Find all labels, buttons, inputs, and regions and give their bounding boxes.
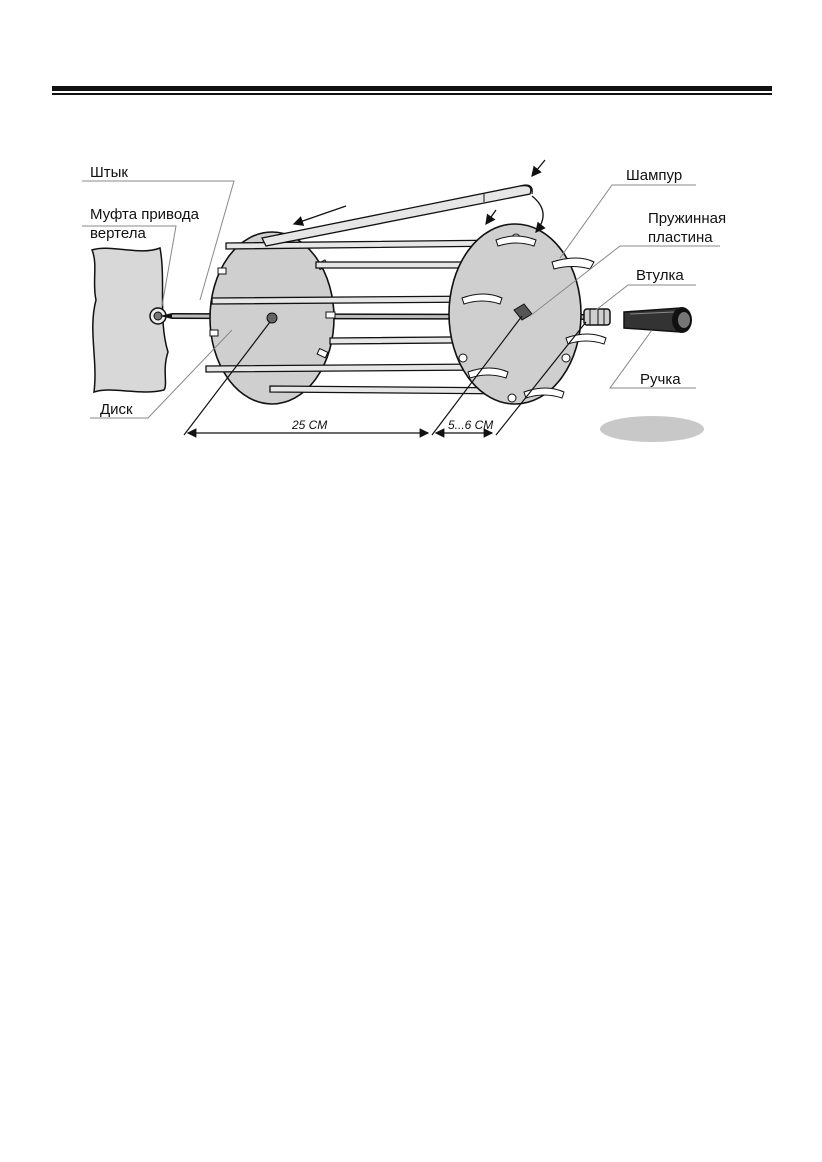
right-disc [448, 223, 607, 405]
press-arrow-2 [485, 209, 497, 226]
dim-end-gap: 5...6 СМ [448, 418, 493, 432]
label-disk: Диск [100, 401, 133, 418]
dimension-lines [183, 315, 587, 438]
label-mufta-line1: Муфта привода [90, 206, 200, 223]
label-shtyk: Штык [90, 164, 128, 181]
press-arrow-1 [531, 159, 546, 178]
bushing [583, 308, 611, 326]
header-rule-thick [52, 86, 772, 91]
label-shampur: Шампур [626, 167, 682, 184]
label-ruchka: Ручка [640, 371, 681, 388]
label-plate-line2: пластина [648, 229, 713, 246]
handle [623, 307, 692, 333]
loose-skewer [261, 184, 533, 247]
rotate-arrow [531, 195, 546, 234]
insert-arrow [292, 205, 347, 226]
label-mufta-line2: вертела [90, 225, 146, 242]
left-disc [209, 231, 336, 405]
oven-wall-panel [90, 246, 169, 394]
grey-oval-marker [600, 416, 704, 442]
label-vtulka: Втулка [636, 267, 684, 284]
label-plate-line1: Пружинная [648, 210, 726, 227]
dim-disk-spacing: 25 СМ [291, 418, 327, 432]
header-rule-thin [52, 93, 772, 95]
leader-lines [82, 180, 720, 419]
